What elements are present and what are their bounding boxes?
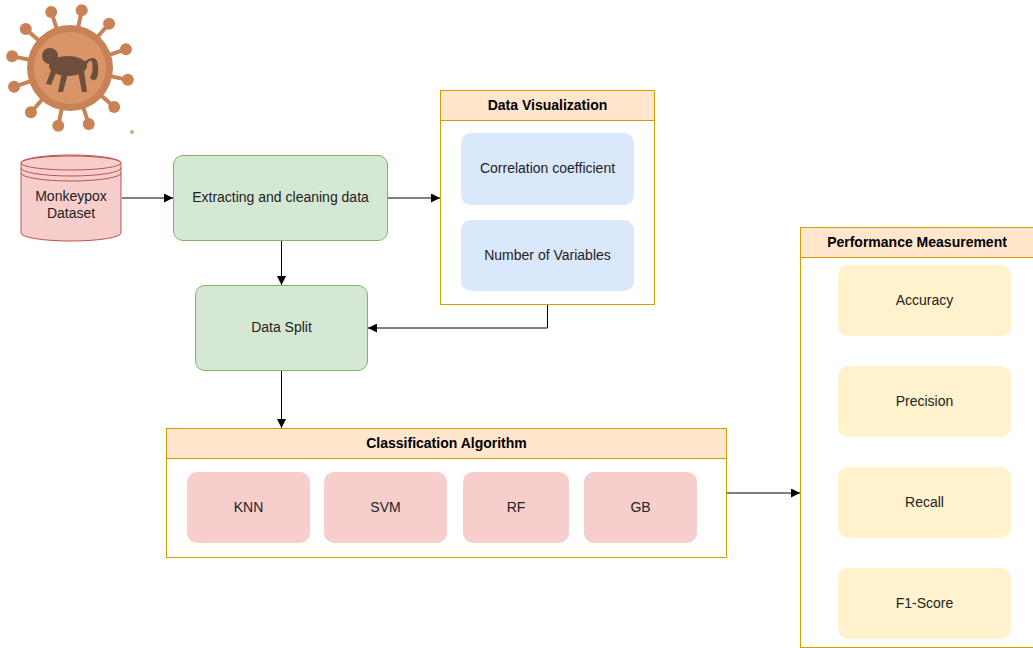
database-cylinder: Monkeypox Dataset bbox=[20, 155, 122, 241]
virus-body bbox=[27, 25, 113, 111]
group-header: Data Visualization bbox=[441, 91, 654, 121]
metric-box: F1-Score bbox=[838, 568, 1011, 639]
node-label: Correlation coefficient bbox=[480, 160, 615, 178]
flow-arrow bbox=[122, 198, 173, 199]
algorithm-box: RF bbox=[463, 472, 569, 543]
node-label: SVM bbox=[370, 499, 400, 517]
node-label: Accuracy bbox=[896, 292, 954, 310]
group-title: Data Visualization bbox=[488, 97, 608, 115]
virus-spike-knob bbox=[45, 6, 57, 18]
virus-spike-knob bbox=[76, 4, 88, 16]
virus-spike-knob bbox=[52, 120, 64, 132]
metric-box: Precision bbox=[838, 366, 1011, 437]
flow-arrow bbox=[281, 371, 282, 428]
process-box: Data Split bbox=[195, 285, 368, 371]
algorithm-box: SVM bbox=[324, 472, 447, 543]
virus-spike-knob bbox=[120, 43, 132, 55]
feature-box: Correlation coefficient bbox=[461, 133, 634, 205]
virus-spike-knob bbox=[8, 81, 20, 93]
process-box: Extracting and cleaning data bbox=[173, 155, 388, 241]
flow-arrow bbox=[368, 305, 548, 328]
decor-dot bbox=[130, 130, 134, 134]
node-label: KNN bbox=[234, 499, 264, 517]
group-panel: Classification AlgorithmKNN SVM RF GB bbox=[166, 428, 727, 558]
virus-spike-knob bbox=[103, 18, 115, 30]
virus-spikes bbox=[6, 4, 134, 132]
virus-spike-knob bbox=[108, 101, 120, 113]
group-title: Performance Measurement bbox=[827, 234, 1007, 252]
group-title: Classification Algorithm bbox=[366, 435, 527, 453]
virus-spike-knob bbox=[20, 23, 32, 35]
group-header: Performance Measurement bbox=[801, 228, 1033, 258]
flow-arrow bbox=[727, 493, 800, 494]
virus-core bbox=[34, 32, 106, 104]
flow-arrow bbox=[281, 241, 282, 285]
monkey-silhouette bbox=[42, 48, 98, 92]
virus-spike-knob bbox=[6, 50, 18, 62]
node-label: Recall bbox=[905, 494, 944, 512]
group-header: Classification Algorithm bbox=[167, 429, 726, 459]
metric-box: Accuracy bbox=[838, 265, 1011, 336]
virus-spike-knob bbox=[122, 74, 134, 86]
node-label: Monkeypox Dataset bbox=[26, 188, 116, 223]
algorithm-box: GB bbox=[584, 472, 697, 543]
group-panel: Performance MeasurementAccuracyPrecision… bbox=[800, 227, 1033, 648]
flow-arrow bbox=[388, 198, 440, 199]
node-label: GB bbox=[630, 499, 650, 517]
node-label: Number of Variables bbox=[484, 247, 611, 265]
node-label: RF bbox=[507, 499, 526, 517]
node-label: Precision bbox=[896, 393, 954, 411]
node-label: Extracting and cleaning data bbox=[192, 189, 369, 207]
virus-illustration bbox=[0, 0, 140, 140]
node-label: Data Split bbox=[251, 319, 312, 337]
feature-box: Number of Variables bbox=[461, 220, 634, 291]
metric-box: Recall bbox=[838, 467, 1011, 538]
virus-spike-knob bbox=[25, 106, 37, 118]
algorithm-box: KNN bbox=[187, 472, 310, 543]
node-label: F1-Score bbox=[896, 595, 954, 613]
virus-spike-knob bbox=[83, 118, 95, 130]
group-panel: Data VisualizationCorrelation coefficien… bbox=[440, 90, 655, 305]
